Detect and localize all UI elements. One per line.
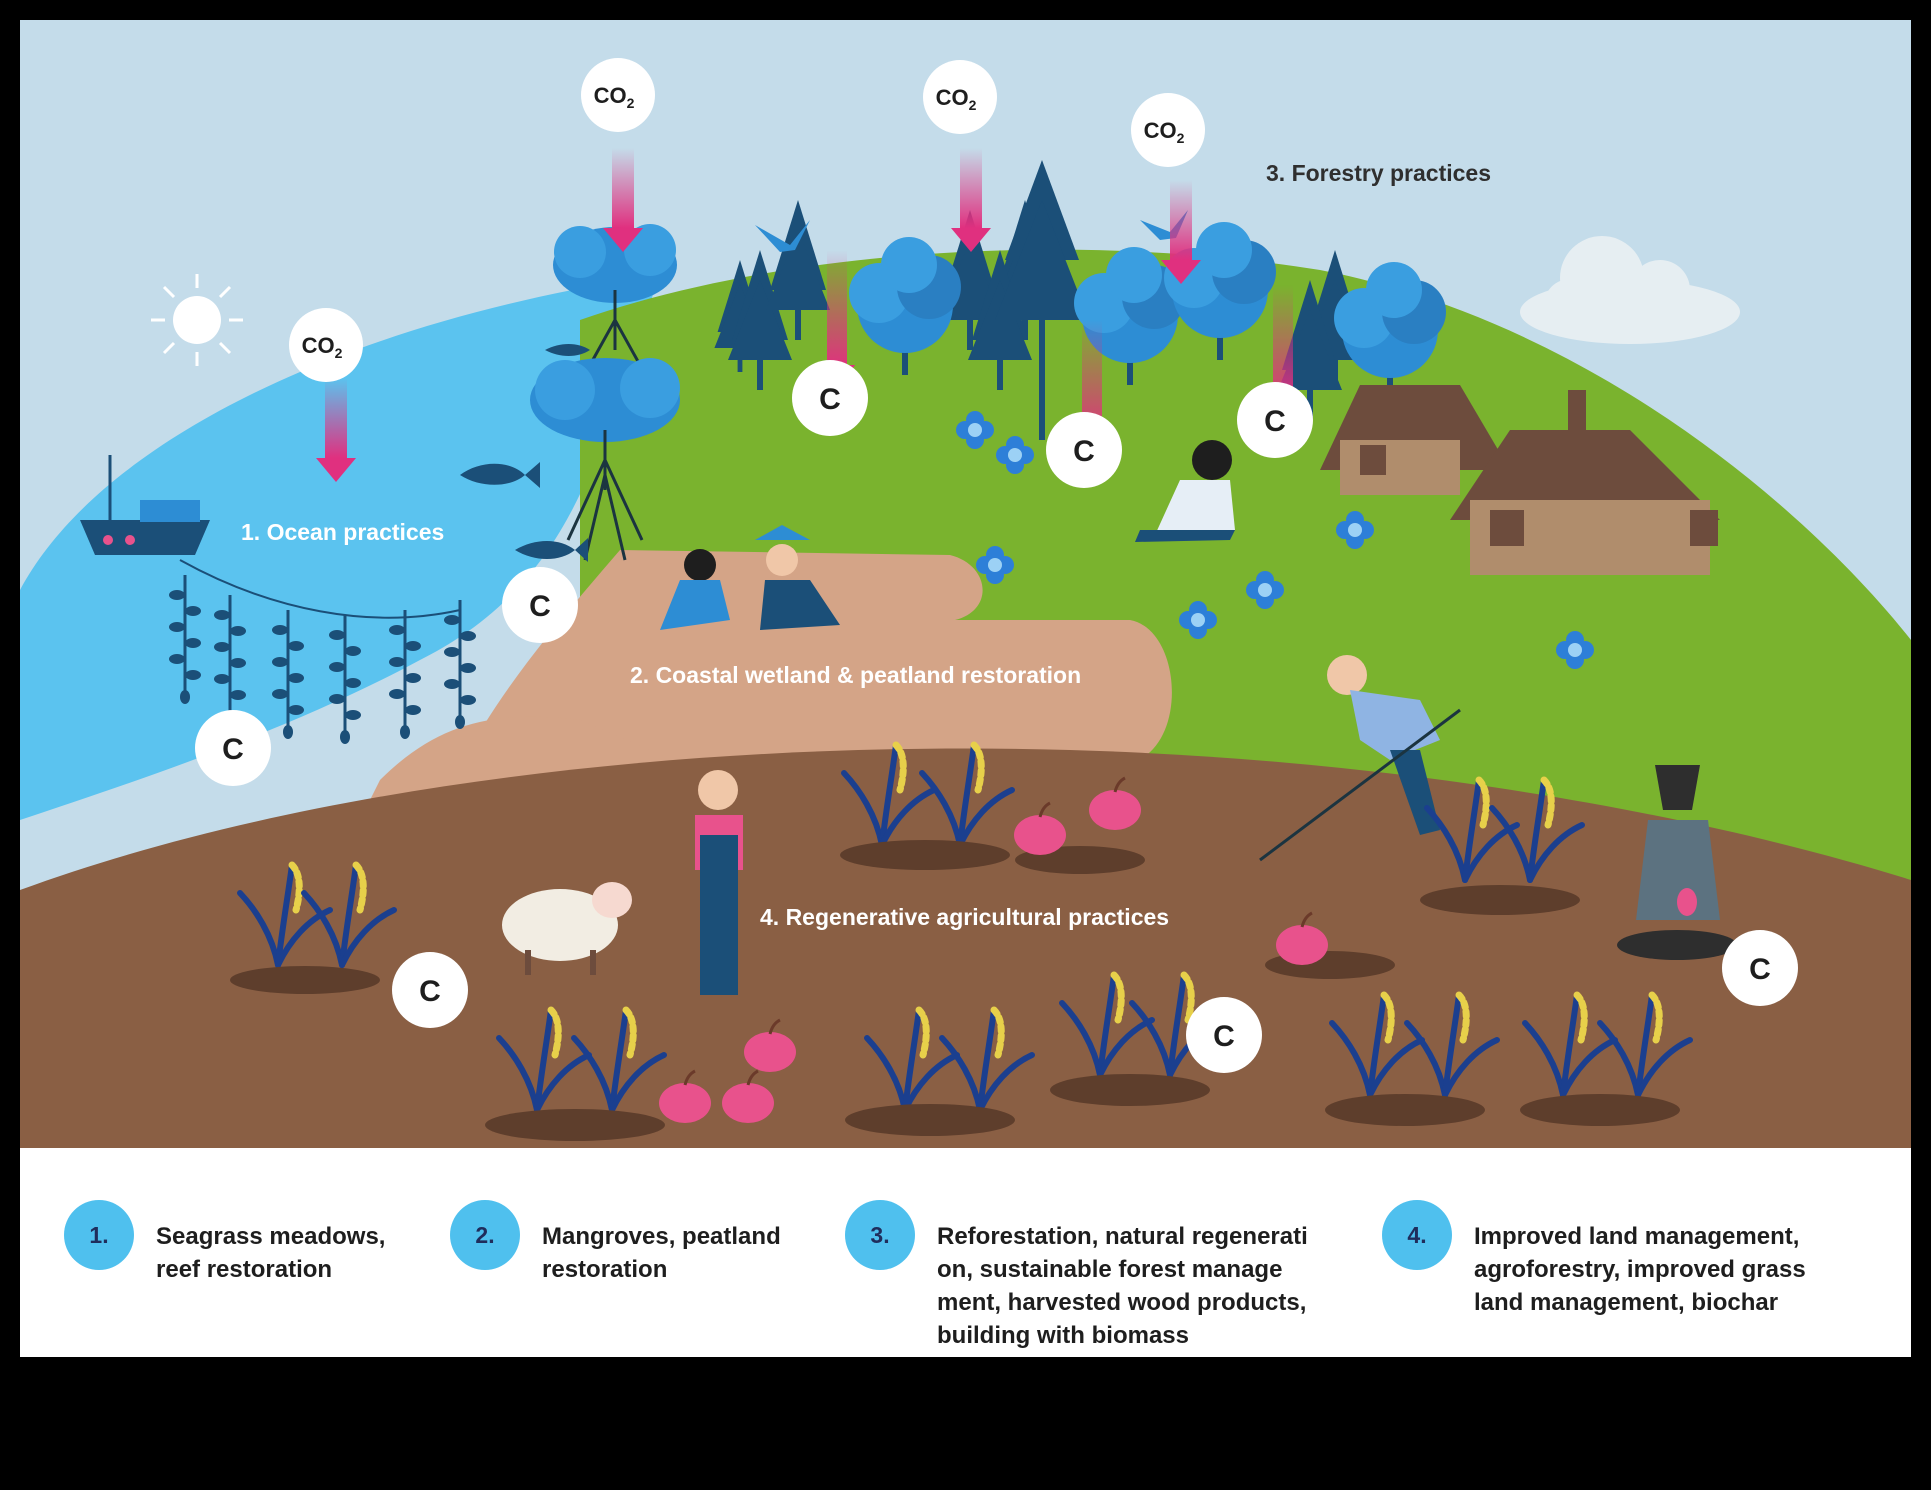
legend-text: Reforestation, natural regenerati on, su… — [937, 1223, 1308, 1349]
soil-area — [20, 748, 1911, 1148]
carbon-bubble: C — [1186, 997, 1262, 1073]
legend-text: Improved land management, agroforestry, … — [1474, 1223, 1806, 1316]
carbon-label: C — [1749, 953, 1771, 986]
legend-item-agriculture: 4. Improved land management, agroforestr… — [1382, 1200, 1806, 1319]
person-kneeling — [1135, 440, 1235, 542]
legend-text: Seagrass meadows, reef restoration — [156, 1223, 386, 1283]
legend-item-ocean: 1. Seagrass meadows, reef restoration — [64, 1200, 385, 1286]
sun-icon — [151, 274, 243, 366]
legend-number-badge: 2. — [450, 1200, 520, 1270]
co2-bubble: CO2 — [289, 308, 363, 382]
legend-number-badge: 1. — [64, 1200, 134, 1270]
carbon-bubble: C — [502, 567, 578, 643]
zone-label-ocean: 1. Ocean practices — [241, 519, 444, 545]
legend-item-forestry: 3. Reforestation, natural regenerati on,… — [845, 1200, 1308, 1352]
carbon-bubble: C — [195, 710, 271, 786]
legend-text: Mangroves, peatland restoration — [542, 1223, 781, 1283]
carbon-label: C — [1213, 1020, 1235, 1053]
people-planting — [660, 525, 840, 630]
carbon-bubble: C — [792, 360, 868, 436]
fish-icon — [460, 344, 590, 562]
seaweed-line — [179, 559, 461, 619]
co2-bubble: CO2 — [581, 58, 655, 132]
carbon-bubble: C — [392, 952, 468, 1028]
mangrove-trees — [530, 224, 680, 561]
legend-number-badge: 3. — [845, 1200, 915, 1270]
co2-bubble: CO2 — [1131, 93, 1205, 167]
carbon-bubble: C — [1237, 382, 1313, 458]
house-icons — [1320, 385, 1720, 575]
cloud-icon — [1520, 236, 1740, 344]
carbon-label: C — [1264, 405, 1286, 438]
carbon-label: C — [222, 733, 244, 766]
carbon-label: C — [1073, 435, 1095, 468]
biochar-kiln — [1617, 765, 1737, 960]
zone-label-forestry: 3. Forestry practices — [1266, 160, 1491, 186]
carbon-label: C — [419, 975, 441, 1008]
carbon-bubble: C — [1046, 412, 1122, 488]
ocean-area — [20, 275, 660, 820]
tall-pine-tree — [995, 160, 1089, 440]
co2-arrows — [316, 148, 1301, 482]
person-raking — [1259, 655, 1461, 862]
sheep — [502, 882, 632, 975]
carbon-bubble: C — [1722, 930, 1798, 1006]
soil-mounds — [230, 840, 1680, 1141]
legend-item-wetland: 2. Mangroves, peatland restoration — [450, 1200, 781, 1286]
co2-bubble: CO2 — [923, 60, 997, 134]
carbon-label: C — [529, 590, 551, 623]
legend: 1. Seagrass meadows, reef restoration 2.… — [20, 1148, 1911, 1357]
zone-label-agriculture: 4. Regenerative agricultural practices — [760, 904, 1169, 930]
carbon-label: C — [819, 383, 841, 416]
legend-number-badge: 4. — [1382, 1200, 1452, 1270]
farmer — [695, 770, 743, 995]
zone-label-wetland: 2. Coastal wetland & peatland restoratio… — [630, 662, 1081, 688]
boat-icon — [80, 455, 210, 555]
